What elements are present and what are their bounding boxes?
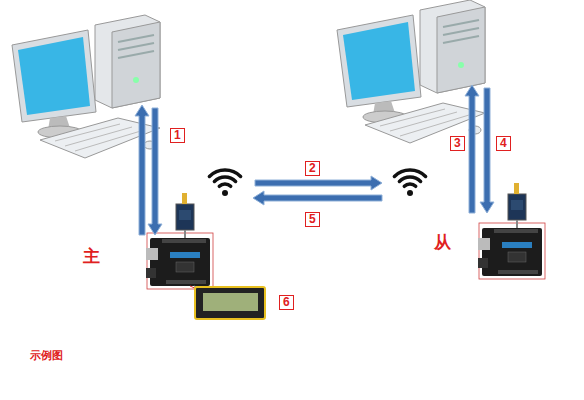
callout-number: 3 bbox=[450, 136, 465, 151]
callout-number: 1 bbox=[170, 128, 185, 143]
callout-number: 2 bbox=[305, 161, 320, 176]
callout-number: 4 bbox=[496, 136, 511, 151]
callout-number: 6 bbox=[279, 295, 294, 310]
caption-text: 示例图 bbox=[30, 348, 63, 362]
callout-number: 5 bbox=[305, 212, 320, 227]
role-label: 主 bbox=[83, 247, 100, 267]
role-label: 从 bbox=[434, 233, 451, 253]
